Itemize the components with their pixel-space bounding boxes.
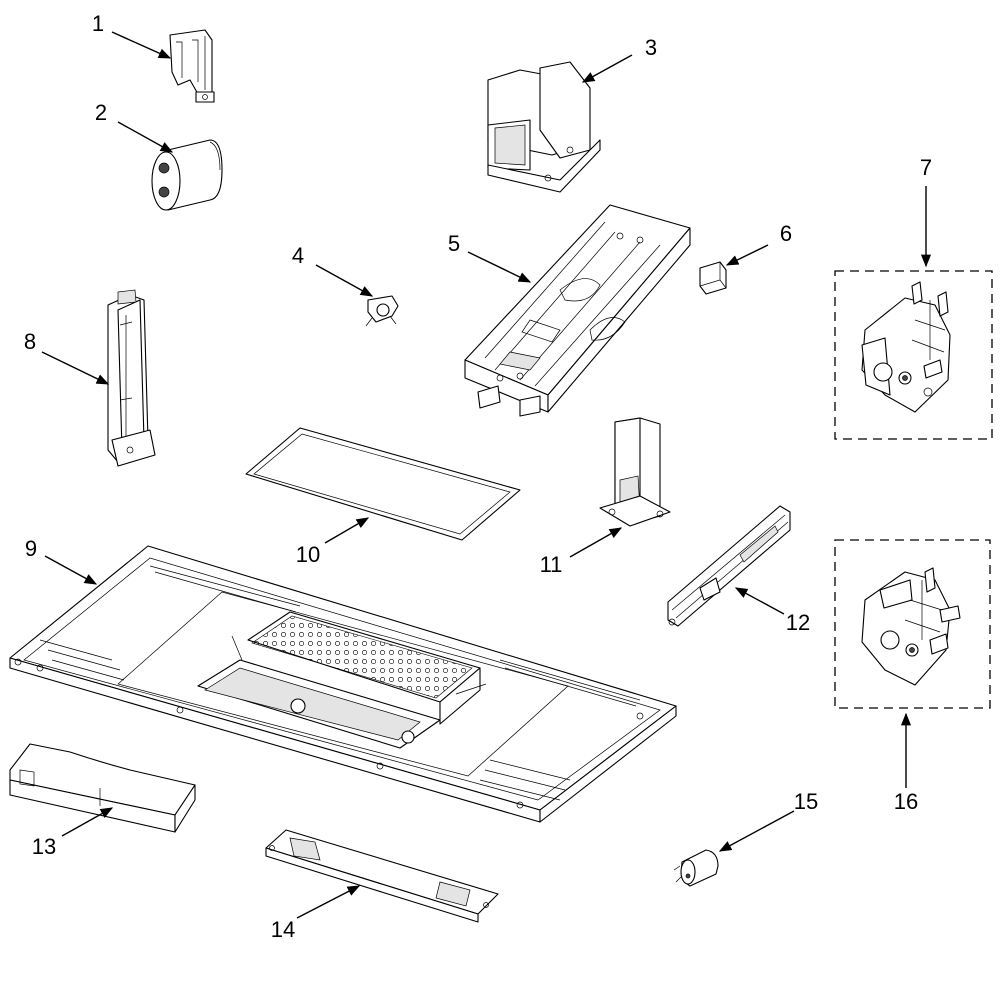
part-8-side-bracket [107,289,156,467]
callout-labels: 1 2 3 4 5 6 7 8 9 10 11 12 13 14 15 16 [24,11,932,942]
callout-9: 9 [25,536,37,561]
callout-13: 13 [32,834,56,859]
leader-13 [61,807,114,837]
callout-8: 8 [24,329,36,354]
callout-16: 16 [894,789,918,814]
callout-10: 10 [296,542,320,567]
part-7-door-latch-assembly [834,270,993,440]
leader-2 [117,121,174,153]
part-14-base-plate [265,829,499,923]
leader-15 [718,810,795,852]
callout-11: 11 [540,552,563,577]
callout-5: 5 [448,231,460,256]
part-2-capacitor [151,139,223,211]
part-13-duct-cover [9,743,196,833]
callout-3: 3 [645,35,657,60]
leader-6 [725,244,769,266]
leader-12 [734,587,785,615]
callout-14: 14 [271,917,295,942]
part-10-panel [245,427,521,541]
leader-9 [44,555,98,585]
callout-7: 7 [920,155,932,180]
leader-1 [111,31,172,59]
part-9-bottom-plate [9,545,677,823]
leader-arrows [41,31,932,919]
leader-14 [296,885,361,919]
callout-1: 1 [92,11,104,36]
callout-4: 4 [292,243,304,268]
leader-3 [581,54,633,83]
callout-15: 15 [794,789,818,814]
leader-11 [569,527,623,558]
leader-5 [467,251,532,283]
part-6-switch [699,261,727,295]
leader-4 [315,264,374,297]
part-1-terminal-bracket [169,29,215,103]
part-4-thermal-cutoff [365,295,399,327]
part-5-control-mounting-plate [464,204,691,417]
part-3-transformer [487,61,601,193]
leader-8 [41,351,110,385]
part-15-connector [673,849,719,887]
callout-6: 6 [780,221,792,246]
callout-12: 12 [786,610,810,635]
part-11-latch-support [599,417,671,527]
callout-2: 2 [95,100,107,125]
leader-10 [324,517,370,544]
part-12-side-rail [667,505,791,627]
part-16-door-latch-assembly [834,539,991,709]
